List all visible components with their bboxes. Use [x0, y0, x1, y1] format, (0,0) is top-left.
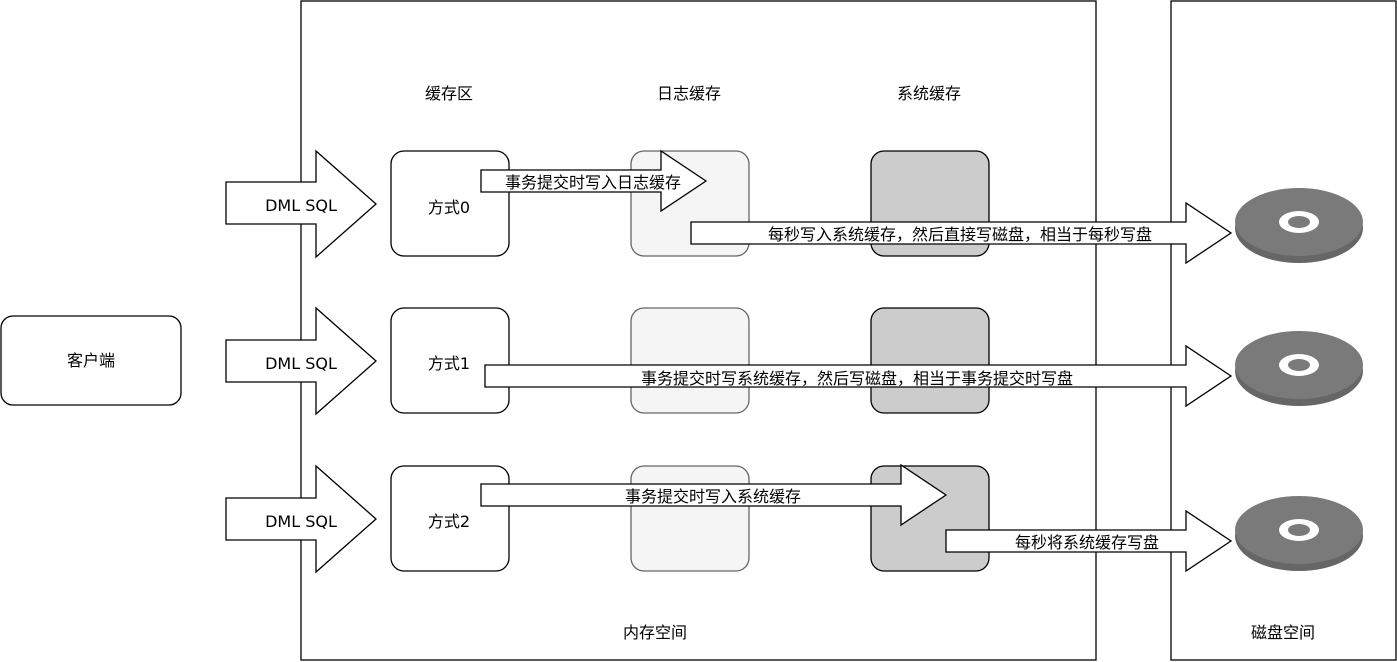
write-log-cache-arrow [480, 149, 708, 213]
dml-input-arrow [225, 464, 377, 574]
column-header-log-cache: 日志缓存 [657, 84, 721, 103]
dml-input-label: DML SQL [265, 196, 337, 215]
column-header-buffer: 缓存区 [425, 84, 473, 103]
disk-space-label: 磁盘空间 [1251, 623, 1315, 642]
write-system-cache-arrow [480, 463, 948, 527]
disk-icon [1235, 496, 1363, 571]
dml-input-label: DML SQL [265, 354, 337, 373]
dml-input-arrow [225, 306, 377, 416]
mode-box [390, 150, 510, 257]
flush-per-second-label: 每秒将系统缓存写盘 [1015, 533, 1159, 552]
column-header-system-cache: 系统缓存 [897, 84, 961, 103]
row-mode-1: DML SQL 方式1 事务提交时写系统缓存，然后写磁盘，相当于事务提交时写盘 [225, 306, 1363, 416]
disk-icon [1235, 331, 1363, 406]
write-log-cache-label: 事务提交时写入日志缓存 [505, 173, 681, 192]
flush-per-second-arrow [945, 509, 1233, 573]
client-box [0, 315, 182, 406]
log-cache-box [630, 465, 750, 572]
system-cache-box [870, 307, 990, 414]
memory-space-label: 内存空间 [623, 623, 687, 642]
row-mode-0: DML SQL 方式0 事务提交时写入日志缓存 每秒写入系统缓存，然后直接写磁盘… [225, 149, 1363, 265]
mode-box [390, 307, 510, 414]
write-system-cache-label: 事务提交时写入系统缓存 [625, 487, 801, 506]
mode-label: 方式2 [428, 512, 470, 531]
mode-label: 方式0 [428, 198, 470, 217]
mode-box [390, 465, 510, 572]
mode-label: 方式1 [428, 354, 470, 373]
client-label: 客户端 [67, 351, 115, 370]
flush-on-commit-label: 事务提交时写系统缓存，然后写磁盘，相当于事务提交时写盘 [641, 369, 1073, 388]
row-mode-2: DML SQL 方式2 事务提交时写入系统缓存 每秒将系统缓存写盘 [225, 463, 1363, 574]
flush-on-commit-arrow [484, 344, 1233, 408]
log-cache-box [630, 307, 750, 414]
system-cache-box [870, 465, 990, 572]
flush-per-second-arrow [690, 201, 1233, 265]
dml-input-label: DML SQL [265, 512, 337, 531]
dml-input-arrow [225, 149, 377, 259]
disk-icon [1235, 188, 1363, 263]
flush-per-second-label: 每秒写入系统缓存，然后直接写磁盘，相当于每秒写盘 [768, 225, 1152, 244]
